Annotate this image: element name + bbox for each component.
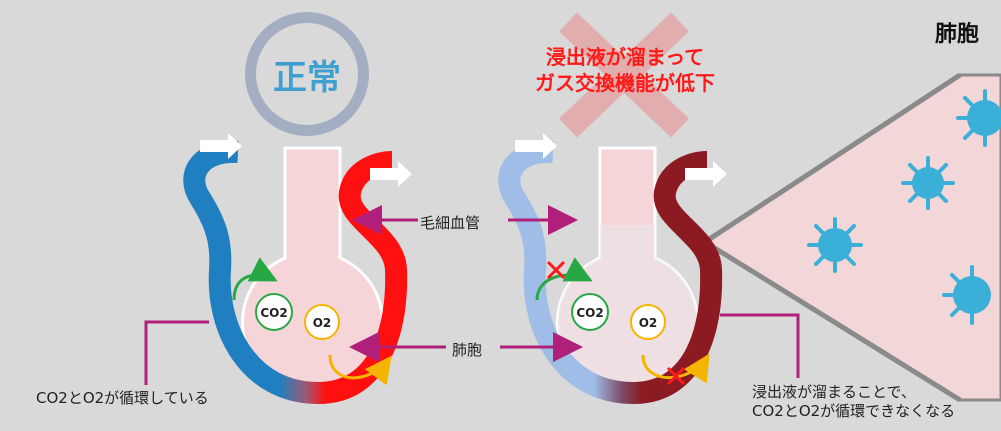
flow-arrow-icon (685, 161, 727, 187)
flow-arrow-icon (200, 133, 242, 159)
warning-text: 浸出液が溜まって ガス交換機能が低下 (520, 44, 730, 96)
caption-impaired-line1: 浸出液が溜まることで、 (752, 383, 916, 401)
warning-line2: ガス交換機能が低下 (535, 71, 715, 95)
virus-icon (901, 156, 955, 210)
normal-label: 正常 (273, 57, 341, 98)
o2-label: O2 (313, 316, 332, 330)
zoom-funnel (702, 73, 1001, 402)
blocked-x-icon (546, 260, 566, 280)
capillary-label: 毛細血管 (420, 214, 481, 232)
o2-label: O2 (639, 316, 658, 330)
label-connectors (144, 205, 800, 385)
blood-vessel (498, 140, 723, 405)
flow-arrow-icon (370, 161, 412, 187)
alveolus-impaired (498, 133, 727, 405)
normal-badge: 正常 (245, 12, 369, 136)
blocked-x-icon (666, 366, 686, 386)
co2-label: CO2 (260, 306, 287, 320)
co2-label: CO2 (576, 306, 603, 320)
caption-impaired-line2: CO2とO2が循環できなくなる (752, 402, 956, 420)
warning-line1: 浸出液が溜まって (545, 45, 705, 69)
virus-icon (942, 265, 991, 325)
alveolus-label: 肺胞 (452, 341, 483, 359)
flow-arrow-icon (515, 133, 557, 159)
cross-icon (559, 12, 689, 138)
virus-icon (807, 217, 863, 273)
caption-normal: CO2とO2が循環している (36, 389, 209, 407)
caption-impaired: 浸出液が溜まることで、 CO2とO2が循環できなくなる (752, 383, 955, 421)
virus-icon (956, 89, 1001, 147)
zoom-title: 肺胞 (935, 22, 980, 47)
alveolus-normal (183, 133, 412, 405)
